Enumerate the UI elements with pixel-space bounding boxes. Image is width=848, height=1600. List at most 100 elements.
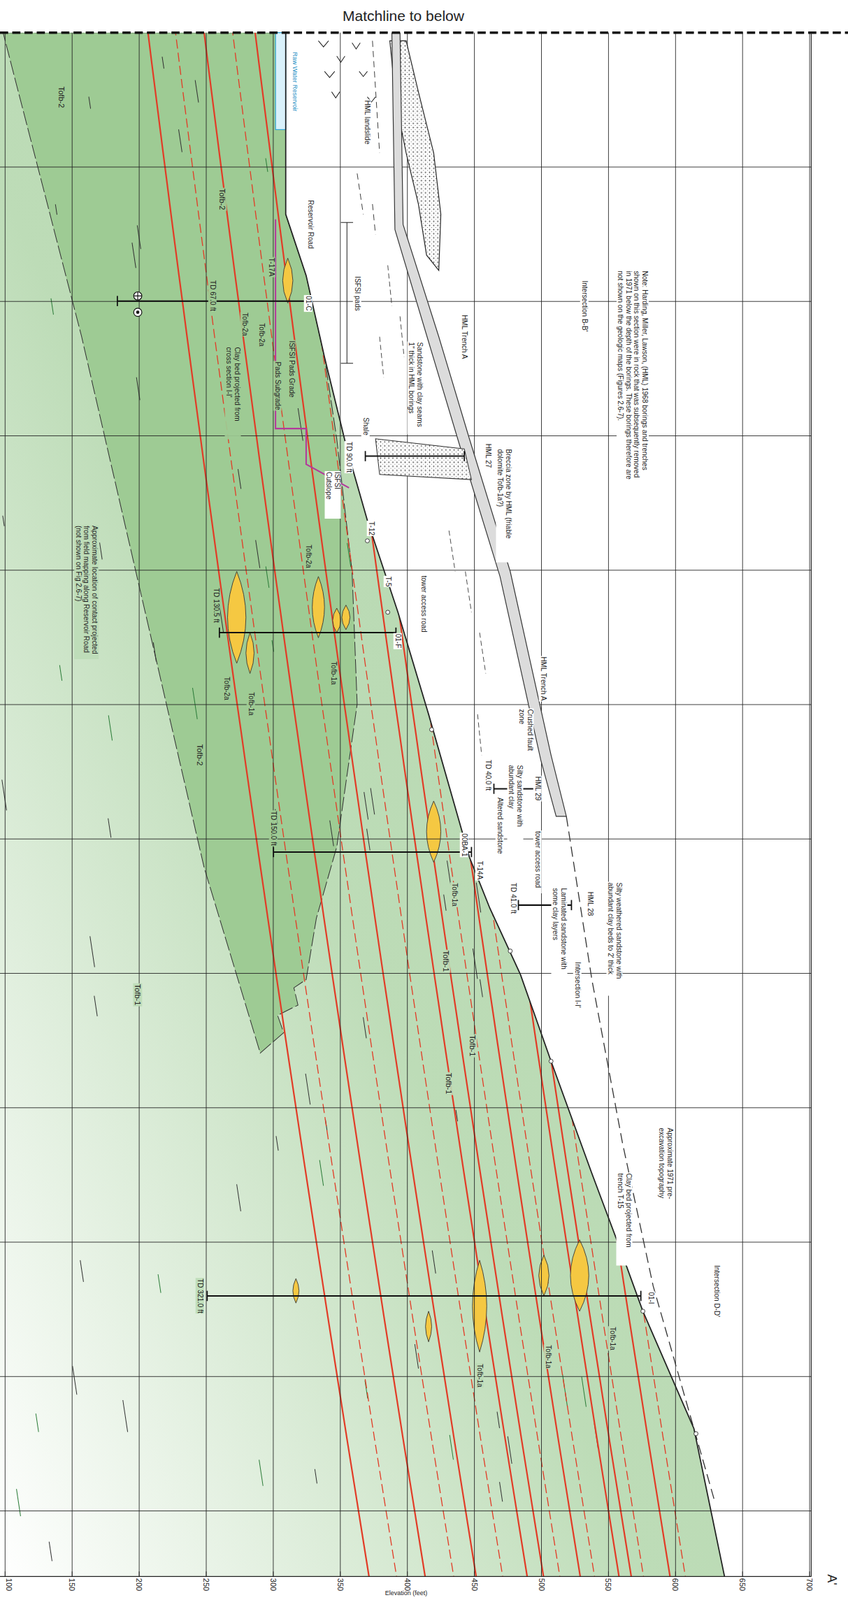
boring-label: T-5: [383, 576, 393, 588]
borehole-part: [463, 450, 465, 462]
ground-surface-part: [508, 949, 513, 954]
ground-surface-part: [694, 1431, 699, 1436]
landslide-part: [357, 40, 380, 235]
axis-tick: 550: [604, 1577, 614, 1592]
fracture-mark-part: [276, 1136, 279, 1151]
grid-line-part: [0, 569, 811, 571]
rock-note: Altered sandstone: [495, 796, 505, 860]
sandstone-lens-part: [425, 1311, 433, 1343]
fracture-mark-part: [178, 129, 182, 153]
fracture-mark-part: [153, 642, 156, 663]
axis-tick: 100: [4, 1577, 14, 1592]
trench-band-part: [379, 265, 486, 756]
clay-bed-line-part: [460, 0, 688, 1592]
grid-line-part: [809, 1571, 811, 1577]
grid-line-part: [139, 1571, 140, 1577]
ground-surface-part: [429, 727, 435, 732]
fracture-mark-part: [475, 415, 480, 447]
total-depth: TD 321.0 ft: [195, 1277, 205, 1314]
borehole: [117, 295, 642, 1302]
fracture-mark-part: [363, 1017, 368, 1039]
fracture-mark-part: [90, 936, 96, 967]
fracture-mark-part: [480, 979, 484, 997]
trench-label: HML Trench A: [539, 656, 548, 702]
total-depth: TD 41.0 ft: [508, 882, 518, 915]
fracture-mark-part: [434, 560, 440, 592]
frame-part: [0, 1576, 811, 1578]
sandstone-lens-part: [341, 605, 351, 630]
trench-band: [375, 32, 715, 1501]
boring-label: T-12: [367, 520, 376, 537]
fracture-mark-part: [600, 207, 603, 221]
fracture-mark-part: [430, 397, 434, 417]
fracture-mark-part: [2, 779, 7, 811]
tofb2-unit-part: [0, 32, 358, 1054]
pad-label: ISFSI pads: [353, 275, 362, 312]
unit-label: Tofb-2: [218, 188, 228, 212]
fracture-mark-part: [558, 700, 564, 733]
sandstone-lens: [227, 257, 590, 1353]
grid-line-part: [809, 32, 811, 1578]
grid-line-part: [206, 32, 207, 1578]
fracture-mark-part: [88, 96, 91, 109]
clay-bed-line: [144, 0, 688, 1592]
fracture-mark-part: [497, 1412, 500, 1429]
grid-line-part: [72, 1571, 73, 1577]
borehole-part: [206, 1291, 208, 1302]
ground-fill: [0, 32, 725, 1578]
unit-label: Tofb-2: [195, 743, 205, 767]
clay-bed-note: Clay bed projected from cross section I-…: [225, 346, 242, 440]
rock-note: Sandstone with clay seams 1" thick in HM…: [407, 341, 424, 435]
grid-line-part: [72, 32, 73, 1578]
road-label: Reservoir Road: [306, 199, 315, 249]
borehole-symbol-part: [136, 311, 140, 314]
fracture-mark-part: [265, 566, 270, 588]
sandstone-lens-part: [539, 1255, 550, 1297]
fracture-mark-part: [108, 818, 112, 839]
borehole-part: [518, 900, 520, 911]
unit-label: Tofb-1a: [543, 1344, 553, 1369]
grid-line-part: [541, 32, 542, 1578]
axis-tick: 200: [134, 1577, 145, 1592]
fracture-mark-part: [439, 678, 444, 707]
borehole-part: [206, 1295, 641, 1297]
ground-surface-part: [365, 539, 370, 544]
axis-tick: 700: [805, 1577, 815, 1592]
boring-label: 01-I: [646, 1291, 656, 1305]
axis-tick: 350: [336, 1577, 346, 1592]
total-depth: TD 130.5 ft: [211, 587, 221, 623]
clay-bed-line-part: [334, 0, 563, 1592]
sandstone-lens-part: [312, 576, 326, 639]
unit-label: Tofb-1: [441, 950, 451, 974]
borehole-part: [219, 631, 397, 634]
clay-bed-line-part: [277, 0, 506, 1592]
fracture-mark-part: [432, 1250, 436, 1274]
grid-line-part: [541, 1571, 542, 1577]
isfsi-grade-line-part: [341, 222, 354, 363]
clay-bed-line-part: [199, 0, 428, 1592]
section-end: A': [824, 1573, 840, 1586]
grid-line-part: [272, 1571, 274, 1577]
fracture-mark-part: [383, 420, 386, 439]
unit-label: Tofb-2a: [240, 311, 249, 337]
fracture-mark-part: [35, 1413, 39, 1432]
axis-title: Elevation (feet): [384, 1589, 429, 1597]
sandstone-lens-part: [570, 1240, 589, 1312]
boring-label: 01-F: [393, 633, 402, 650]
axis-tick: 600: [671, 1577, 681, 1592]
grid-line-part: [0, 1510, 811, 1512]
fracture-mark-part: [195, 80, 199, 103]
total-depth: TD 40.0 ft: [483, 759, 493, 792]
fracture-mark-part: [604, 271, 609, 293]
fracture-mark-part: [370, 787, 375, 815]
sandstone-lens-part: [227, 571, 247, 664]
ground-surface-part: [285, 32, 725, 1578]
axis-tick: 150: [67, 1577, 77, 1592]
note: Note: Harding, Miller, Lawson, (HML) 196…: [616, 270, 649, 481]
fracture-mark-part: [51, 298, 54, 315]
grade-label: ISFSI Pads Grade: [287, 339, 296, 398]
fracture-mark-part: [446, 860, 451, 886]
unit-label: Tofb-1: [133, 983, 143, 1007]
fracture-mark-part: [192, 687, 198, 720]
